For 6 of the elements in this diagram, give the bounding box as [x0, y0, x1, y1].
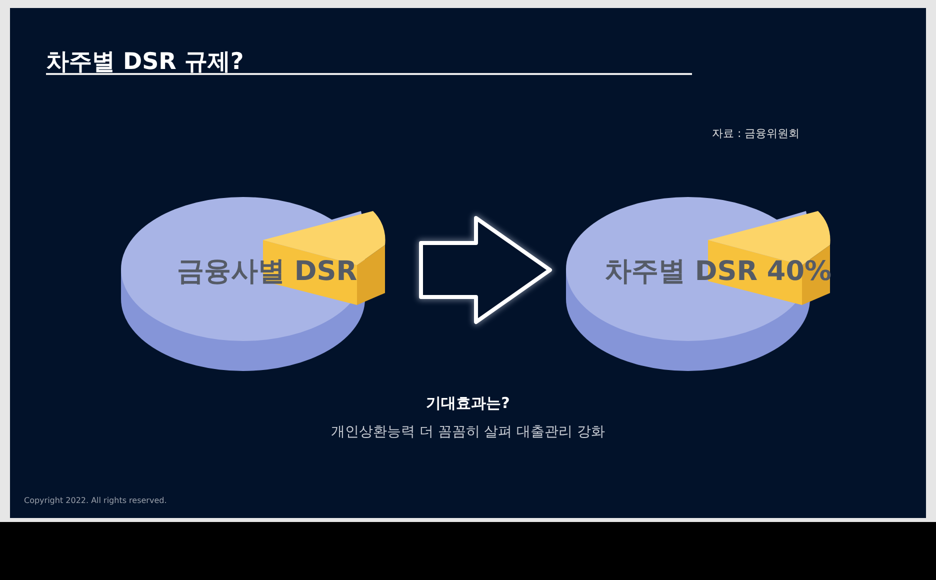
description-text: 개인상환능력 더 꼼꼼히 살펴 대출관리 강화 [330, 423, 606, 441]
source-note: 자료 : 금융위원회 [712, 126, 800, 141]
block-arrow [418, 214, 554, 326]
copyright-notice: Copyright 2022. All rights reserved. [24, 496, 167, 505]
slide-title: 차주별 DSR 규제? [46, 48, 244, 77]
question-heading: 기대효과는? [426, 394, 510, 413]
